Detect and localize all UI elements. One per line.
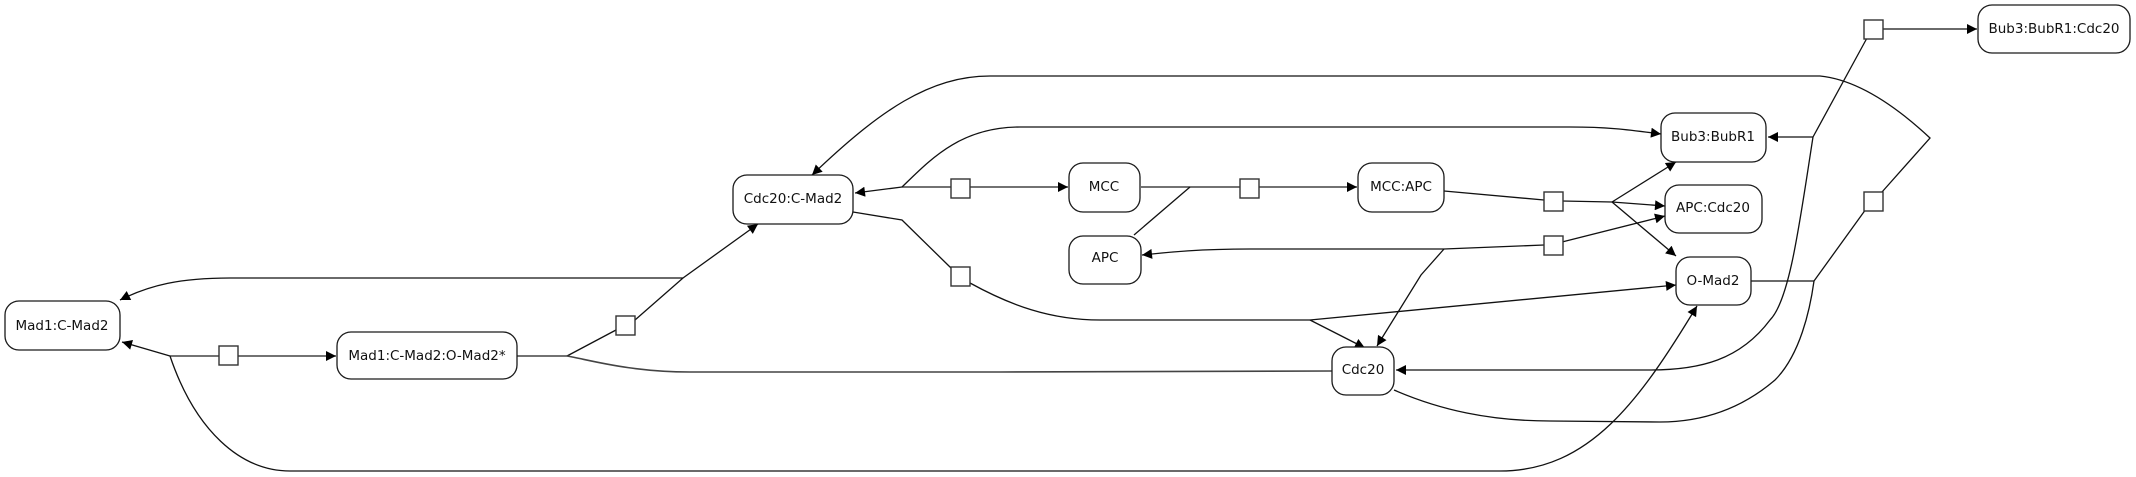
node-label: Cdc20:C-Mad2 xyxy=(744,191,843,207)
edge-r2-to-cdc20-cmad2 xyxy=(634,223,759,321)
node-cdc20-cmad2[interactable]: Cdc20:C-Mad2 xyxy=(732,174,854,225)
process-node-r6[interactable] xyxy=(1543,191,1564,212)
reaction-r6 xyxy=(1443,161,1677,257)
node-mcc[interactable]: MCC xyxy=(1068,162,1141,213)
edge-r1-to-mad1-cmad2 xyxy=(121,340,171,357)
node-bub3-bubr1[interactable]: Bub3:BubR1 xyxy=(1660,112,1767,163)
node-label: MCC xyxy=(1089,179,1120,195)
edge-r6-to-bub3-bubr1 xyxy=(1611,161,1677,203)
edge-r4-to-cdc20 xyxy=(1309,319,1366,349)
process-node-r8[interactable] xyxy=(1863,19,1884,40)
process-node-r9[interactable] xyxy=(1863,191,1884,212)
process-node-r5[interactable] xyxy=(1239,178,1260,199)
node-mcc-apc[interactable]: MCC:APC xyxy=(1357,162,1445,213)
reaction-r9 xyxy=(811,75,1931,423)
edge-r7-to-cdc20 xyxy=(1376,248,1445,347)
edge-r8-to-cdc20 xyxy=(1396,136,1814,375)
edge-r6-in xyxy=(1443,190,1545,201)
edge-r8-to-proc xyxy=(1812,37,1868,138)
process-node-r4[interactable] xyxy=(950,266,971,287)
process-node-r7[interactable] xyxy=(1543,235,1564,256)
edge-r7-to-apc xyxy=(1141,248,1444,259)
edge-r2-to-mad1-cmad2 xyxy=(119,277,683,301)
edge-r4-to-omad2 xyxy=(1309,280,1677,321)
edge-r2-to-proc xyxy=(566,329,617,357)
edge-r7-in xyxy=(1443,244,1545,250)
edge-r5-in-apc xyxy=(1133,186,1191,236)
node-bub3-bubr1-cdc20[interactable]: Bub3:BubR1:Cdc20 xyxy=(1977,4,2131,54)
edge-r3-to-cdc20-cmad2 xyxy=(854,186,903,197)
reaction-r8 xyxy=(1396,19,1977,375)
edge-r6-to-omad2 xyxy=(1611,201,1677,257)
node-label: Bub3:BubR1 xyxy=(1671,129,1755,145)
reaction-r2 xyxy=(119,223,1333,373)
node-mad1-cmad2[interactable]: Mad1:C-Mad2 xyxy=(4,300,121,351)
edge-r4-in xyxy=(852,211,952,269)
edge-r6-out xyxy=(1561,200,1613,203)
node-label: Cdc20 xyxy=(1342,362,1385,378)
node-label: O-Mad2 xyxy=(1687,273,1740,289)
node-omad2[interactable]: O-Mad2 xyxy=(1675,256,1752,306)
edge-r9-to-cdc20-cmad2 xyxy=(811,75,1931,193)
edge-r3-bub3-bubr1 xyxy=(901,126,1662,188)
node-label: Bub3:BubR1:Cdc20 xyxy=(1988,21,2119,37)
node-apc-cdc20[interactable]: APC:Cdc20 xyxy=(1664,184,1763,234)
reaction-r7 xyxy=(1141,213,1666,347)
edge-r1-omad2 xyxy=(169,305,1698,472)
node-label: APC:Cdc20 xyxy=(1676,200,1750,216)
edge-r2-in-cdc20 xyxy=(566,355,1333,373)
edge-r4-out xyxy=(969,282,1310,321)
reaction-r5 xyxy=(1133,178,1357,236)
edge-r6-to-apc-cdc20 xyxy=(1611,200,1666,211)
edge-r9-in-cdc20 xyxy=(1393,280,1815,423)
node-label: Mad1:C-Mad2:O-Mad2* xyxy=(348,348,506,364)
node-cdc20[interactable]: Cdc20 xyxy=(1331,346,1395,396)
edge-r9-to-proc xyxy=(1813,208,1867,282)
node-label: Mad1:C-Mad2 xyxy=(15,318,108,334)
process-node-r3[interactable] xyxy=(950,178,971,199)
node-label: APC xyxy=(1092,250,1119,266)
reaction-r3 xyxy=(854,126,1662,199)
reaction-r4 xyxy=(852,211,1677,349)
edge-r7-to-apc-cdc20 xyxy=(1561,213,1666,243)
process-node-r1[interactable] xyxy=(218,345,239,366)
node-apc[interactable]: APC xyxy=(1068,235,1142,285)
node-mad1-cmad2-omad2[interactable]: Mad1:C-Mad2:O-Mad2* xyxy=(336,331,518,380)
process-node-r2[interactable] xyxy=(615,315,636,336)
node-label: MCC:APC xyxy=(1370,179,1432,195)
reaction-r1 xyxy=(121,305,1698,472)
